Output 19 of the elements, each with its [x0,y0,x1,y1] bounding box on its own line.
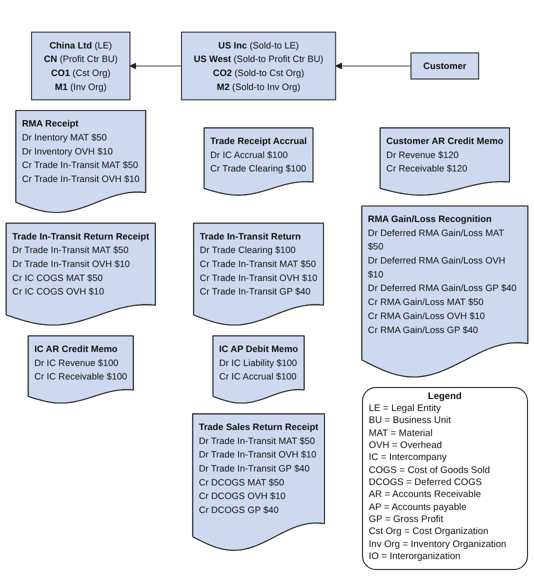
legend-entry: AR = Accounts Receivable [368,489,482,502]
legend-entry: DCOGS = Deferred COGS [368,477,484,490]
node-box: US Inc (Sold-to LE) US West (Sold-to Profit Ctr BU) CO2 (Sold-to Cst Org) M2 (Sold-to Inv Org) [181,31,336,100]
arrow [335,62,412,70]
node-box: Customer [410,52,480,80]
legend-entry: LE = Legal Entity [368,403,442,416]
legend-title: Legend [426,390,463,404]
legend-entry: Inv Org = Inventory Organization [368,538,508,552]
legend-entry: IO = Interorganization [368,551,462,564]
legend-entry: GP = Gross Profit [368,514,444,526]
legend-entry: IC = Intercompany [368,452,448,465]
legend-entry: COGS = Cost of Goods Sold [368,464,491,478]
legend-entry: BU = Business Unit [368,415,452,428]
node-box: China Ltd (LE) CN (Profit Ctr BU) CO1 (Cst Org) M1 (Inv Org) [31,31,130,100]
legend-entry: OVH = Overhead [368,440,443,452]
legend-entry: AP = Accounts payable [368,502,468,514]
arrow [130,62,182,70]
legend-entry: Cst Org = Cost Organization [368,526,490,539]
legend-entry: MAT = Material [368,428,434,440]
